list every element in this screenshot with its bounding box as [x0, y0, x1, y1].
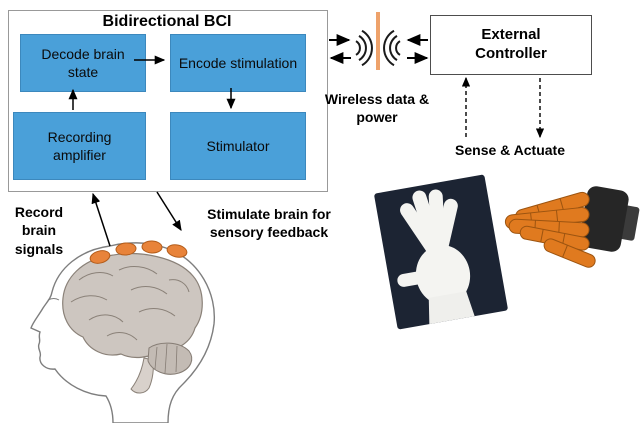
external-controller-label: External Controller	[475, 26, 547, 62]
node-decode-brain-state: Decode brain state	[20, 34, 146, 92]
brain-gyri-lines	[70, 266, 190, 341]
gloved-hand-photo	[374, 174, 508, 330]
wireless-data-power-label: Wireless data & power	[324, 91, 430, 126]
brainstem	[130, 357, 154, 394]
cerebellum	[147, 342, 193, 375]
wireless-waves-icon	[355, 12, 401, 70]
node-stimulator: Stimulator	[170, 112, 306, 180]
arrow-bci-to-brain	[156, 191, 182, 232]
sense-actuate-label: Sense & Actuate	[455, 142, 565, 158]
cerebrum	[62, 253, 203, 359]
robot-palm	[579, 186, 629, 252]
stimulate-brain-label: Stimulate brain for sensory feedback	[207, 206, 331, 241]
node-recording-amplifier: Recording amplifier	[13, 112, 146, 180]
node-encode-stimulation: Encode stimulation	[170, 34, 306, 92]
record-brain-signals-label: Record brain signals	[14, 204, 64, 257]
eye-line	[47, 298, 60, 301]
robotic-hand-photo	[504, 186, 640, 268]
brain-head-illustration	[30, 240, 216, 423]
bci-title: Bidirectional BCI	[102, 13, 232, 30]
robot-fingers	[504, 191, 596, 268]
cerebellum-striations	[154, 343, 178, 374]
electrode-dots	[89, 240, 188, 264]
white-glove	[397, 189, 475, 325]
external-controller-box: External Controller	[430, 15, 592, 75]
